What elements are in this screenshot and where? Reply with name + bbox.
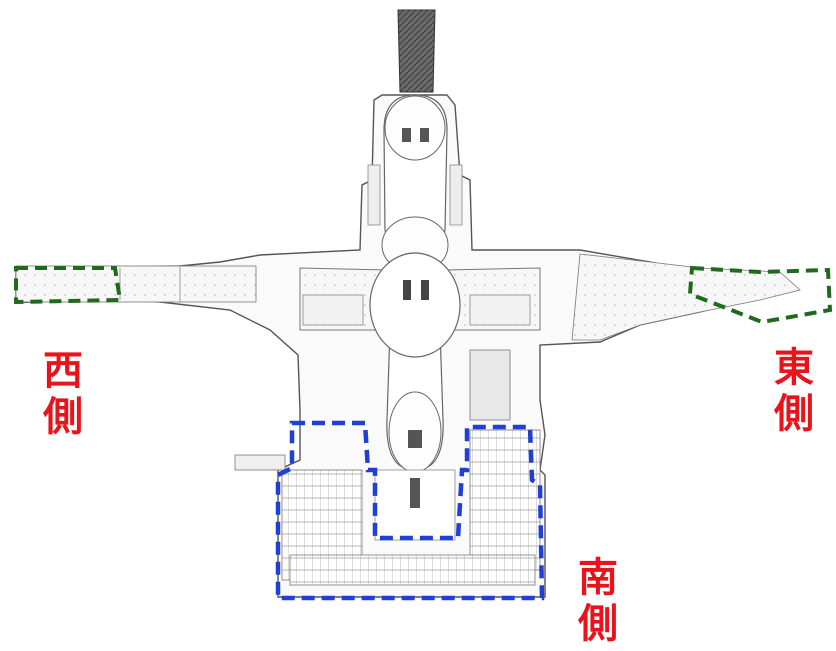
east-side-label-line2: 側 xyxy=(774,391,814,437)
lower-atrium-core xyxy=(408,430,422,448)
east-block xyxy=(469,294,531,326)
south-center-core xyxy=(410,478,420,508)
west-wing xyxy=(15,265,257,303)
upper-atrium-core-1 xyxy=(402,128,411,142)
south-side-label-line1: 南 xyxy=(578,555,618,601)
crossing-core-1 xyxy=(403,280,411,300)
west-side-label: 西 側 xyxy=(40,348,86,440)
crossing-core-2 xyxy=(421,280,429,300)
south-side-label-line2: 側 xyxy=(578,601,618,647)
north-tower xyxy=(397,9,436,93)
south-side-label: 南 側 xyxy=(575,555,621,647)
east-stair-block xyxy=(469,349,511,421)
west-side-label-line2: 側 xyxy=(43,394,83,440)
west-block xyxy=(302,294,364,326)
upper-atrium xyxy=(384,95,446,161)
east-side-label-line1: 東 xyxy=(774,345,814,391)
south-zone-boundary xyxy=(275,420,545,601)
central-crossing xyxy=(369,252,461,358)
west-side-label-line1: 西 xyxy=(43,348,83,394)
east-side-label: 東 側 xyxy=(771,345,817,437)
south-bottom-parking xyxy=(289,554,536,586)
upper-atrium-core-2 xyxy=(420,128,429,142)
east-zone-boundary xyxy=(687,265,833,325)
east-wing xyxy=(571,253,801,341)
south-annex xyxy=(234,454,286,471)
north-west-stair xyxy=(367,164,381,226)
south-east-parking xyxy=(469,429,541,571)
west-zone-boundary xyxy=(14,266,123,305)
north-east-stair xyxy=(449,164,463,226)
